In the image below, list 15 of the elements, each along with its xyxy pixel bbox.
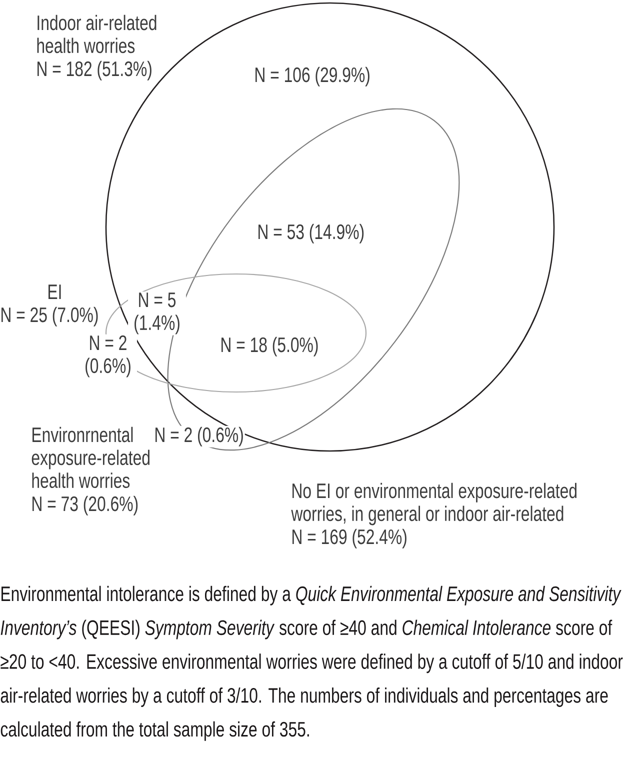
count-label: N = 2 (0.6%) [153, 426, 245, 448]
count-label: N = 182 (51.3%) [38, 60, 152, 80]
count-label: N = 25 (7.0%) [2, 306, 98, 326]
count-label: N = 2 (0.6%) [79, 334, 137, 378]
count-label: N = 169 (52.4%) [292, 528, 406, 548]
set-label: EI [48, 284, 61, 299]
count-label: N = 73 (20.6%) [32, 496, 138, 516]
count-label: N = 53 (14.9%) [258, 224, 364, 244]
count-label: N = 18 (5.0%) [222, 336, 318, 356]
set-label: Indoor air-related health worries [37, 14, 156, 54]
count-label: N = 5 (1.4%) [128, 292, 186, 336]
count-label: N = 106 (29.9%) [256, 66, 370, 86]
set-label: Environrnental exposure-related health worries [32, 426, 150, 488]
region-label: No EI or environmental exposure-related worries, in general or indoor air-related [291, 482, 576, 526]
caption-text: Environmental intolerance is defined by a Quick Environmental Exposure and Sensitivity Inventory’s (QEESI) Symptom Severity score of ≥40 and Chemical Intolerance score of ≥20 to <40. Excessive environmental worries were defined by a cutoff of 5/10 and indoor air-related worries by a cutoff of 3/10. The numbers of individuals and percentages are calculated from the total sample size of 355. [0, 586, 623, 741]
